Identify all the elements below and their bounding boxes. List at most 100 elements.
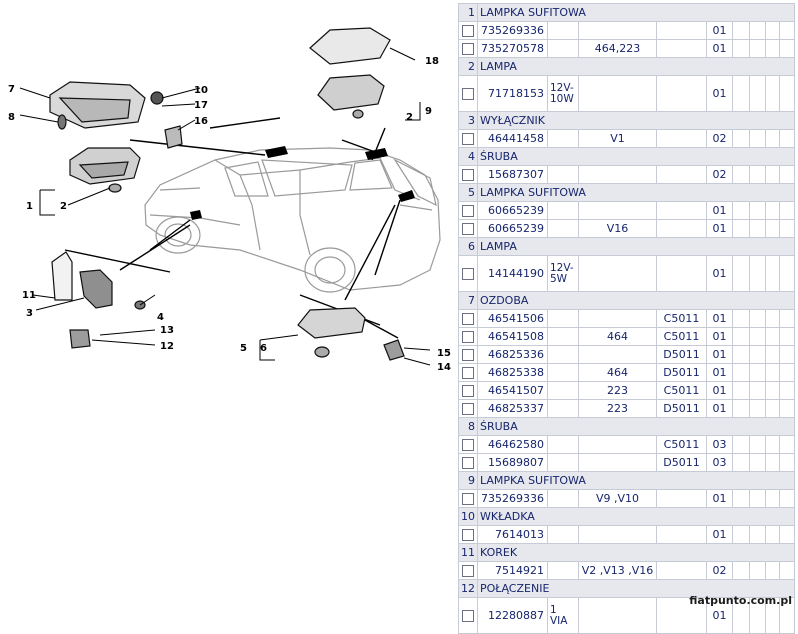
empty-cell xyxy=(732,363,750,382)
empty-cell xyxy=(749,363,766,382)
part-checkbox[interactable] xyxy=(462,565,474,577)
select-cell xyxy=(458,453,478,472)
empty-cell xyxy=(778,363,796,382)
empty-cell xyxy=(749,255,766,292)
part-checkbox[interactable] xyxy=(462,133,474,145)
part-checkbox[interactable] xyxy=(462,349,474,361)
part-spec xyxy=(547,345,579,364)
part-checkbox[interactable] xyxy=(462,331,474,343)
callout-17: 17 xyxy=(194,100,208,111)
part-variant: 223 xyxy=(578,381,657,400)
empty-cell xyxy=(749,201,766,220)
part-checkbox[interactable] xyxy=(462,457,474,469)
part-checkbox[interactable] xyxy=(462,529,474,541)
part-spec xyxy=(547,309,579,328)
empty-cell xyxy=(765,561,780,580)
empty-cell xyxy=(732,489,750,508)
part-spec xyxy=(547,381,579,400)
part-spec xyxy=(547,561,579,580)
part-color-code xyxy=(656,255,707,292)
part-quantity: 01 xyxy=(706,363,733,382)
empty-cell xyxy=(732,309,750,328)
empty-cell xyxy=(749,399,766,418)
part-checkbox[interactable] xyxy=(462,88,474,100)
empty-cell xyxy=(765,129,780,148)
empty-cell xyxy=(749,327,766,346)
empty-cell xyxy=(778,75,796,112)
empty-cell xyxy=(778,489,796,508)
part-number: 46541506 xyxy=(477,309,548,328)
part-spec xyxy=(547,219,579,238)
part-color-code: D5011 xyxy=(656,399,707,418)
group-number: 4 xyxy=(458,147,478,166)
select-cell xyxy=(458,597,478,634)
part-number: 12280887 xyxy=(477,597,548,634)
empty-cell xyxy=(749,381,766,400)
part-variant xyxy=(578,597,657,634)
callout-11: 11 xyxy=(22,290,36,301)
group-title: LAMPA xyxy=(476,237,796,256)
part-checkbox[interactable] xyxy=(462,493,474,505)
part-color-code: C5011 xyxy=(656,327,707,346)
part-number: 735269336 xyxy=(477,21,548,40)
empty-cell xyxy=(732,327,750,346)
part-variant xyxy=(578,165,657,184)
empty-cell xyxy=(749,165,766,184)
part-checkbox[interactable] xyxy=(462,43,474,55)
part-checkbox[interactable] xyxy=(462,268,474,280)
empty-cell xyxy=(778,453,796,472)
empty-cell xyxy=(778,39,796,58)
group-title: WYŁĄCZNIK xyxy=(476,111,796,130)
empty-cell xyxy=(732,201,750,220)
part-checkbox[interactable] xyxy=(462,169,474,181)
part-color-code xyxy=(656,561,707,580)
select-cell xyxy=(458,327,478,346)
empty-cell xyxy=(765,399,780,418)
part-variant xyxy=(578,309,657,328)
callout-8: 8 xyxy=(8,112,15,123)
empty-cell xyxy=(765,525,780,544)
empty-cell xyxy=(765,345,780,364)
empty-cell xyxy=(778,21,796,40)
callout-7: 7 xyxy=(8,84,15,95)
part-checkbox[interactable] xyxy=(462,25,474,37)
part-number: 46541508 xyxy=(477,327,548,346)
leader-lines xyxy=(64,117,401,339)
empty-cell xyxy=(732,453,750,472)
part-checkbox[interactable] xyxy=(462,205,474,217)
select-cell xyxy=(458,399,478,418)
select-cell xyxy=(458,435,478,454)
callout-12: 12 xyxy=(160,341,174,352)
part-number: 15687307 xyxy=(477,165,548,184)
part-checkbox[interactable] xyxy=(462,610,474,622)
part-quantity: 03 xyxy=(706,453,733,472)
select-cell xyxy=(458,525,478,544)
part-checkbox[interactable] xyxy=(462,223,474,235)
part-quantity: 01 xyxy=(706,489,733,508)
group-title: ŚRUBA xyxy=(476,147,796,166)
part-checkbox[interactable] xyxy=(462,367,474,379)
part-checkbox[interactable] xyxy=(462,313,474,325)
empty-cell xyxy=(749,219,766,238)
part-checkbox[interactable] xyxy=(462,385,474,397)
empty-cell xyxy=(749,525,766,544)
group-title: OZDOBA xyxy=(476,291,796,310)
empty-cell xyxy=(749,75,766,112)
part-checkbox[interactable] xyxy=(462,439,474,451)
part-color-code: D5011 xyxy=(656,363,707,382)
select-cell xyxy=(458,129,478,148)
callout-9: 9 xyxy=(425,106,432,117)
part-checkbox[interactable] xyxy=(462,403,474,415)
part-color-code xyxy=(656,75,707,112)
